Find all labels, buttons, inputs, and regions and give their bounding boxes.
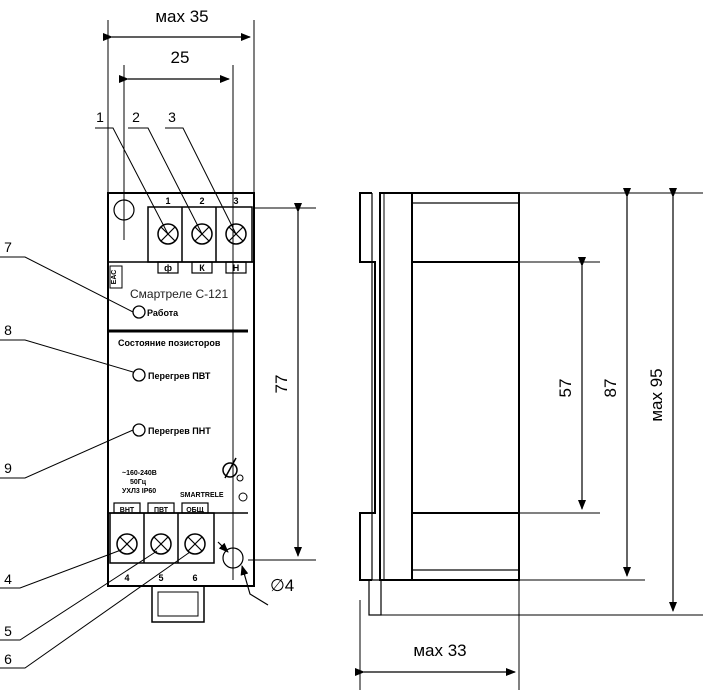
callout-9: 9 [4, 460, 12, 476]
led-work [132, 305, 146, 319]
tag-box-4 [113, 502, 141, 514]
dim-label-max95: мах 95 [647, 368, 666, 421]
screw-4 [116, 533, 138, 555]
callout-3: 3 [168, 109, 176, 125]
terminal-tag-1: ф [164, 263, 172, 273]
tag-box-6 [181, 502, 209, 514]
tag-box-3 [225, 261, 247, 274]
terminal-number-5: 5 [158, 573, 163, 583]
ground-symbol-icon [238, 492, 248, 502]
eac-mark: ЕАС [111, 270, 118, 285]
led-overheat-pnt [132, 423, 146, 437]
side-back-profile [359, 192, 376, 581]
led-overheat-pnt-label: Перегрев ПНТ [148, 426, 211, 436]
terminal-tag-6: ОБЩ [186, 507, 204, 514]
led-overheat-pvt-label: Перегрев ПВТ [148, 371, 211, 381]
terminal-number-3: 3 [233, 196, 238, 206]
callout-2: 2 [132, 109, 140, 125]
tag-box-5 [147, 502, 175, 514]
spec-line-1: ~160-240В [122, 470, 157, 477]
din-latch-inner [157, 591, 199, 617]
dim-label-max33: мах 33 [413, 641, 466, 660]
callout-4: 4 [4, 571, 12, 587]
terminal-tag-2: К [199, 263, 205, 273]
callout-1: 1 [96, 109, 104, 125]
spec-line-3: УХЛ3 IP60 [122, 488, 156, 495]
side-view [355, 188, 703, 690]
side-bottom-protrusion-inner [411, 512, 520, 571]
dim-label-max35: мах 35 [155, 7, 208, 26]
dim-label-57: 57 [556, 379, 575, 398]
callout-7: 7 [4, 239, 12, 255]
callout-8: 8 [4, 322, 12, 338]
callout-6: 6 [4, 651, 12, 667]
callout-leaders [0, 127, 237, 669]
terminal-number-4: 4 [124, 573, 129, 583]
dim-label-hole-dia: ∅4 [270, 576, 294, 595]
terminal-tag-5: ПВТ [154, 507, 169, 514]
led-work-label: Работа [147, 308, 179, 318]
dim-label-77: 77 [272, 375, 291, 394]
brand-logo-icon [222, 457, 244, 482]
section-title: Состояние позисторов [118, 338, 221, 348]
model-name: Смартреле С-121 [130, 287, 228, 301]
terminal-number-6: 6 [192, 573, 197, 583]
hole-leader-lower [240, 565, 269, 606]
brand-label: SMARTRELE [180, 492, 224, 499]
tag-box-1 [157, 261, 179, 274]
side-base [379, 192, 413, 581]
din-latch [151, 585, 205, 623]
dim-label-87: 87 [601, 379, 620, 398]
spec-line-2: 50Гц [130, 479, 147, 486]
led-overheat-pvt [132, 368, 146, 382]
eac-mark-box [109, 265, 123, 289]
callout-5: 5 [4, 623, 12, 639]
terminal-tag-4: ВНТ [120, 507, 135, 514]
front-view [103, 20, 316, 623]
side-din-clip [368, 579, 382, 616]
terminal-number-1: 1 [165, 196, 170, 206]
terminal-tag-3: Н [233, 263, 240, 273]
tag-box-2 [191, 261, 213, 274]
screw-5 [150, 533, 172, 555]
hole-leader-upper [217, 541, 229, 553]
terminal-number-2: 2 [199, 196, 204, 206]
front-body-outline [107, 192, 255, 587]
dim-label-25: 25 [171, 48, 190, 67]
bottom-terminal-block [109, 512, 215, 564]
screw-6 [184, 533, 206, 555]
side-top-protrusion-inner [411, 202, 520, 263]
